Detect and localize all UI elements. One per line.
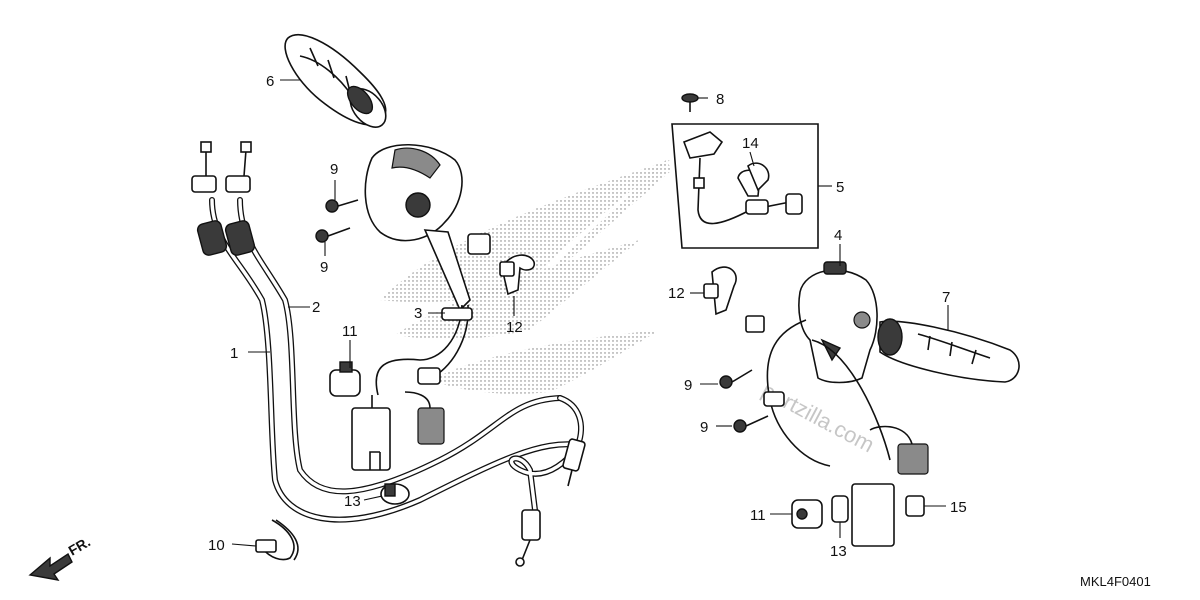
callout-1: 1 (230, 345, 238, 362)
callout-5: 5 (836, 179, 844, 196)
callout-9-upper-right: 9 (684, 377, 692, 394)
callout-2: 2 (312, 299, 320, 316)
band-left (380, 483, 410, 505)
cable-clamp-left (499, 254, 536, 296)
clip-right (791, 499, 823, 529)
callout-10: 10 (208, 537, 225, 554)
right-harness (763, 391, 929, 547)
right-grip (877, 318, 1020, 383)
switch-subassembly-box (560, 123, 819, 268)
clip-part-14 (747, 162, 770, 192)
callout-6: 6 (266, 73, 274, 90)
callout-9-lower-left: 9 (320, 259, 328, 276)
left-grip (284, 34, 387, 128)
clip-left (329, 361, 361, 397)
callout-13-left: 13 (344, 493, 361, 510)
callout-labels: 1 2 3 4 5 6 7 8 9 9 9 9 10 11 11 12 12 1… (208, 73, 967, 560)
left-switch-assembly (351, 143, 491, 471)
callout-4: 4 (834, 227, 842, 244)
callout-leaders (231, 79, 949, 547)
callout-3: 3 (414, 305, 422, 322)
strap-part-10 (255, 519, 299, 561)
callout-7: 7 (942, 289, 950, 306)
callout-9-lower-right: 9 (700, 419, 708, 436)
connector-part-15 (905, 495, 925, 517)
callout-13-right: 13 (830, 543, 847, 560)
diagram-code: MKL4F0401 (1080, 574, 1151, 589)
front-direction-label: FR. (66, 533, 94, 558)
callout-8: 8 (716, 91, 724, 108)
throttle-cables (191, 141, 586, 567)
callout-14: 14 (742, 135, 759, 152)
callout-9-upper-left: 9 (330, 161, 338, 178)
screw-part-8 (681, 93, 699, 112)
callout-12-right: 12 (668, 285, 685, 302)
callout-11-left: 11 (342, 323, 358, 340)
front-direction-arrow: FR. (28, 533, 94, 581)
callout-11-right: 11 (750, 507, 766, 524)
bolts-part-9 (315, 199, 769, 433)
callout-15: 15 (950, 499, 967, 516)
band-right (831, 495, 849, 523)
callout-12-left: 12 (506, 319, 523, 336)
cable-clamp-right (703, 266, 737, 316)
